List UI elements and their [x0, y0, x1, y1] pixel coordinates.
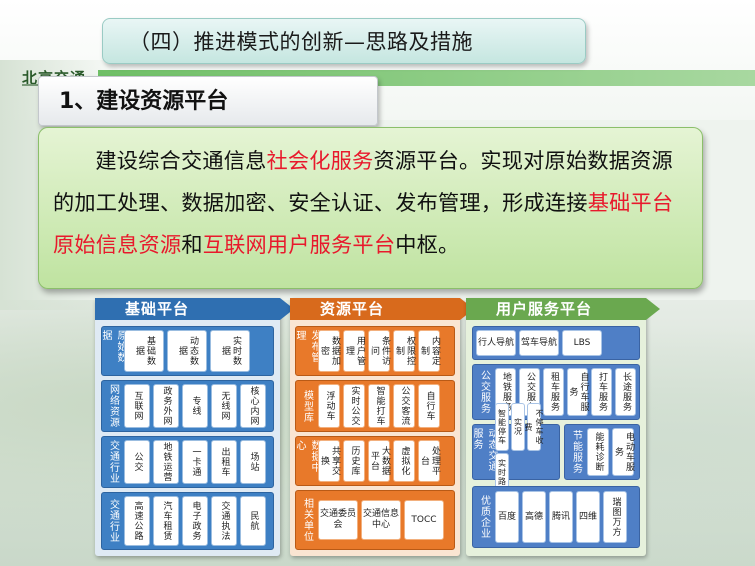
- user-cell: 实况: [511, 403, 525, 451]
- user-cell: 驾车导航: [519, 330, 559, 356]
- main-text-box: 建设综合交通信息社会化服务资源平台。实现对原始数据资源的加工处理、数据加密、安全…: [38, 127, 703, 289]
- base-group-network: 网络资源 互联网 政务外网 专线 无线网 核心内网: [101, 380, 274, 432]
- resource-cell: 虚拟化: [393, 440, 415, 482]
- base-cell: 动态数据: [167, 330, 207, 372]
- user-cell: 百度: [495, 491, 519, 543]
- resource-cell: 公交客流: [393, 384, 415, 428]
- body-highlight-social-service: 社会化服务: [266, 148, 374, 173]
- resource-cell: 条件访问: [368, 330, 390, 372]
- base-cell: 专线: [182, 384, 208, 428]
- group-label: 优质企业: [478, 495, 490, 539]
- body-seg3: 资源平台。实现对原始数据资源的加工处理、数据加密、安全认证、发布管理，形成连接: [53, 148, 673, 215]
- group-label: 交通行业: [107, 440, 119, 484]
- resource-cell: 共享交换: [318, 440, 340, 482]
- base-platform-header: 基础平台: [95, 298, 294, 320]
- base-cell: 汽车租赁: [153, 496, 179, 546]
- user-group-dynamic: 动态交通服务 智能停车 实况 不停车收费 实时路况: [471, 403, 560, 501]
- user-cell: 长途服务: [615, 368, 636, 416]
- group-label: 模型库: [301, 389, 313, 423]
- user-cell: 腾讯: [549, 491, 573, 543]
- resource-cell: 浮动车: [318, 384, 340, 428]
- resource-cell: 自行车: [418, 384, 440, 428]
- resource-group-model: 模型库 浮动车 实时公交 智能打车 公交客流 自行车: [295, 380, 455, 432]
- group-label: 网络资源: [107, 384, 119, 428]
- user-group-energy: 节能服务 能耗诊断 电动车服务: [564, 424, 640, 480]
- slide-title: （四）推进模式的创新—思路及措施: [102, 18, 586, 64]
- user-group-navigation: 行人导航 驾车导航 LBS: [472, 326, 640, 360]
- base-cell: 地铁运营: [153, 440, 179, 484]
- group-label: 数据中心: [294, 440, 320, 473]
- resource-cell: 交通委员会: [318, 500, 358, 540]
- body-seg5: 和: [181, 232, 203, 257]
- base-cell: 政务外网: [153, 384, 179, 428]
- base-cell: 民航: [240, 496, 266, 546]
- body-paragraph: 建设综合交通信息社会化服务资源平台。实现对原始数据资源的加工处理、数据加密、安全…: [53, 140, 688, 266]
- user-cell: 瑞图万方: [603, 491, 627, 543]
- user-cell: 打车服务: [591, 368, 612, 416]
- user-cell: 租车服务: [543, 368, 564, 416]
- body-highlight-user-platform: 互联网用户服务平台: [202, 232, 396, 257]
- base-cell: 公交: [124, 440, 150, 484]
- body-seg7: 中枢。: [395, 232, 460, 257]
- user-cell: 自行车服务: [567, 368, 589, 416]
- body-seg1: 建设综合交通信息: [95, 148, 267, 173]
- resource-platform-header: 资源平台: [290, 298, 474, 320]
- user-cell: 高德: [522, 491, 546, 543]
- base-cell: 无线网: [211, 384, 237, 428]
- base-platform-column: 基础平台 原始数据 基础数据 动态数据 实时数据 网络资源 互联网 政务外网 专…: [95, 298, 294, 556]
- resource-platform-column: 资源平台 发布管理 数据加密 用户管理 条件访问 权限控制 内容定制 模型库 浮…: [290, 298, 474, 556]
- user-cell: LBS: [562, 330, 602, 356]
- resource-cell: 智能打车: [368, 384, 390, 428]
- resource-group-units: 相关单位 交通委员会 交通信息中心 TOCC: [295, 490, 455, 550]
- user-platform-header: 用户服务平台: [466, 298, 660, 320]
- resource-cell: 历史库: [343, 440, 365, 482]
- resource-cell: TOCC: [404, 500, 444, 540]
- resource-cell: 用户管理: [343, 330, 365, 372]
- user-cell: 行人导航: [476, 330, 516, 356]
- base-cell: 互联网: [124, 384, 150, 428]
- base-cell: 实时数据: [210, 330, 250, 372]
- base-group-transport-1: 交通行业 公交 地铁运营 一卡通 出租车 场站: [101, 436, 274, 488]
- group-label: 公交服务: [478, 370, 490, 414]
- resource-cell: 交通信息中心: [361, 500, 401, 540]
- resource-group-publish: 发布管理 数据加密 用户管理 条件访问 权限控制 内容定制: [294, 326, 455, 376]
- resource-cell: 权限控制: [393, 330, 415, 372]
- resource-cell: 处理平台: [418, 440, 440, 482]
- resource-cell: 内容定制: [418, 330, 440, 372]
- base-group-raw-data: 原始数据 基础数据 动态数据 实时数据: [100, 326, 274, 376]
- base-cell: 核心内网: [240, 384, 266, 428]
- resource-group-datacenter: 数据中心 共享交换 历史库 大数据平台 虚拟化 处理平台: [294, 436, 455, 486]
- resource-cell: 数据加密: [318, 330, 340, 372]
- section-title: 1、建设资源平台: [38, 76, 378, 126]
- base-cell: 一卡通: [182, 440, 208, 484]
- resource-cell: 大数据平台: [368, 440, 390, 482]
- body-highlight-base-resources: 基础平台原始信息资源: [53, 190, 674, 257]
- base-cell: 高速公路: [124, 496, 150, 546]
- user-cell: 电动车服务: [612, 428, 634, 476]
- base-group-transport-2: 交通行业 高速公路 汽车租赁 电子政务 交通执法 民航: [101, 492, 274, 550]
- user-cell: 四维: [576, 491, 600, 543]
- group-label: 动态交通服务: [471, 428, 497, 472]
- user-cell: 智能停车: [495, 403, 509, 451]
- group-label: 节能服务: [570, 430, 582, 474]
- group-label: 交通行业: [107, 499, 119, 543]
- base-cell: 出租车: [211, 440, 237, 484]
- group-label: 发布管理: [294, 330, 320, 363]
- user-cell: 不停车收费: [524, 403, 544, 451]
- base-cell: 电子政务: [182, 496, 208, 546]
- group-label: 原始数据: [100, 330, 126, 363]
- user-group-enterprises: 优质企业 百度 高德 腾讯 四维 瑞图万方: [472, 486, 640, 548]
- base-cell: 基础数据: [124, 330, 164, 372]
- group-label: 相关单位: [301, 498, 313, 542]
- base-cell: 场站: [240, 440, 266, 484]
- user-platform-column: 用户服务平台 行人导航 驾车导航 LBS 公交服务 地铁服务 公交服务 租车服务…: [466, 298, 660, 556]
- user-cell: 能耗诊断: [587, 428, 609, 476]
- base-cell: 交通执法: [211, 496, 237, 546]
- resource-cell: 实时公交: [343, 384, 365, 428]
